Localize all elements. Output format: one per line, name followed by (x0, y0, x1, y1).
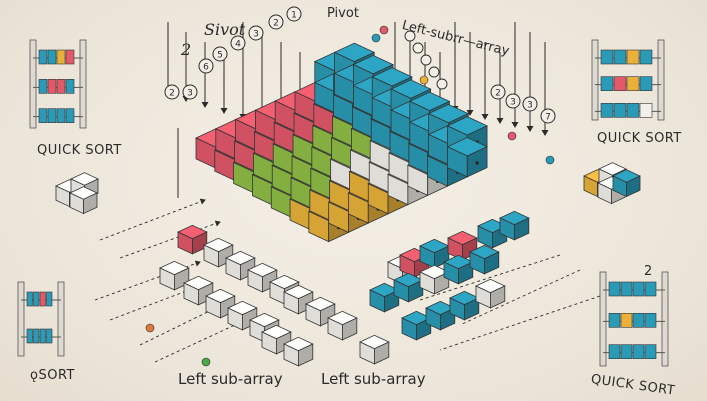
numbered-circle: 3 (522, 96, 538, 112)
guide-circle (420, 54, 432, 66)
array-cube (446, 137, 489, 178)
scatter-cube (359, 334, 390, 365)
numbered-circle: 1 (286, 6, 302, 22)
scatter-cube (283, 336, 314, 367)
side-cube (612, 169, 641, 198)
scatter-cube (475, 278, 506, 309)
scatter-cube (261, 324, 292, 355)
abacus-icon-top-right (591, 39, 665, 121)
guide-circle (436, 78, 448, 90)
bottom-right-number: 2 (644, 264, 653, 279)
scatter-cube (183, 275, 214, 306)
dashed-guide-arrow (94, 260, 201, 301)
pivot-left-label: Sivot (204, 20, 246, 39)
scatter-cube (499, 210, 530, 241)
marker-dot (419, 75, 429, 85)
scatter-cube (393, 272, 424, 303)
quick-sort-label-bottom-left: ǫSORT (30, 368, 75, 383)
scatter-cube (449, 290, 480, 321)
marker-dot (507, 131, 517, 141)
svg-text:3: 3 (253, 30, 259, 40)
svg-text:2: 2 (169, 89, 175, 99)
svg-text:3: 3 (510, 98, 516, 108)
numbered-circle: 3 (182, 84, 198, 100)
numbered-circle: 3 (248, 25, 264, 41)
svg-text:1: 1 (291, 11, 297, 21)
svg-text:5: 5 (217, 51, 223, 61)
svg-text:3: 3 (187, 89, 193, 99)
quick-sort-label-right: QUICK SORT (597, 131, 682, 146)
numbered-circle: 7 (540, 108, 556, 124)
left-subarray-label-2: Left sub-array (321, 370, 426, 388)
marker-dot (145, 323, 155, 333)
abacus-icon-bottom-right (599, 271, 669, 367)
numbered-circle: 6 (198, 58, 214, 74)
scatter-cube (305, 296, 336, 327)
scatter-cube (447, 230, 478, 261)
dashed-guide-line (419, 254, 561, 301)
scatter-cube (283, 284, 314, 315)
marker-dot (201, 357, 211, 367)
scatter-cube (443, 254, 474, 285)
numbered-circle: 5 (212, 46, 228, 62)
numbered-circle: 2 (164, 84, 180, 100)
pivot-left-number: 2 (181, 40, 192, 59)
pivot-label: Pivot (327, 6, 359, 21)
numbered-circle: 2 (490, 84, 506, 100)
dashed-guide-arrow (99, 198, 206, 241)
svg-text:2: 2 (273, 19, 279, 29)
scatter-cube (227, 300, 258, 331)
numbered-circle: 3 (505, 93, 521, 109)
left-subarray-label-1: Left sub-array (178, 370, 283, 388)
dashed-guide-line (439, 295, 601, 351)
guide-circle (412, 42, 424, 54)
svg-text:7: 7 (545, 113, 551, 123)
side-cube (69, 186, 98, 215)
svg-text:4: 4 (235, 40, 241, 50)
marker-dot (379, 25, 389, 35)
scatter-cube (225, 250, 256, 281)
svg-text:2: 2 (495, 89, 501, 99)
guide-circle (404, 30, 416, 42)
scatter-cube (177, 224, 208, 255)
scatter-cube (425, 300, 456, 331)
marker-dot (371, 33, 381, 43)
scatter-cube (327, 310, 358, 341)
svg-text:6: 6 (203, 63, 209, 73)
dashed-guide-line (459, 269, 581, 326)
abacus-icon-top-left (29, 39, 87, 129)
guide-circle (428, 66, 440, 78)
svg-text:3: 3 (527, 101, 533, 111)
quick-sort-label-left: QUICK SORT (37, 143, 122, 158)
scatter-cube (247, 262, 278, 293)
numbered-circle: 2 (268, 14, 284, 30)
scatter-cube (469, 244, 500, 275)
marker-dot (545, 155, 555, 165)
abacus-icon-bottom-left (17, 281, 65, 357)
scatter-cube (419, 264, 450, 295)
numbered-circle: 4 (230, 35, 246, 51)
